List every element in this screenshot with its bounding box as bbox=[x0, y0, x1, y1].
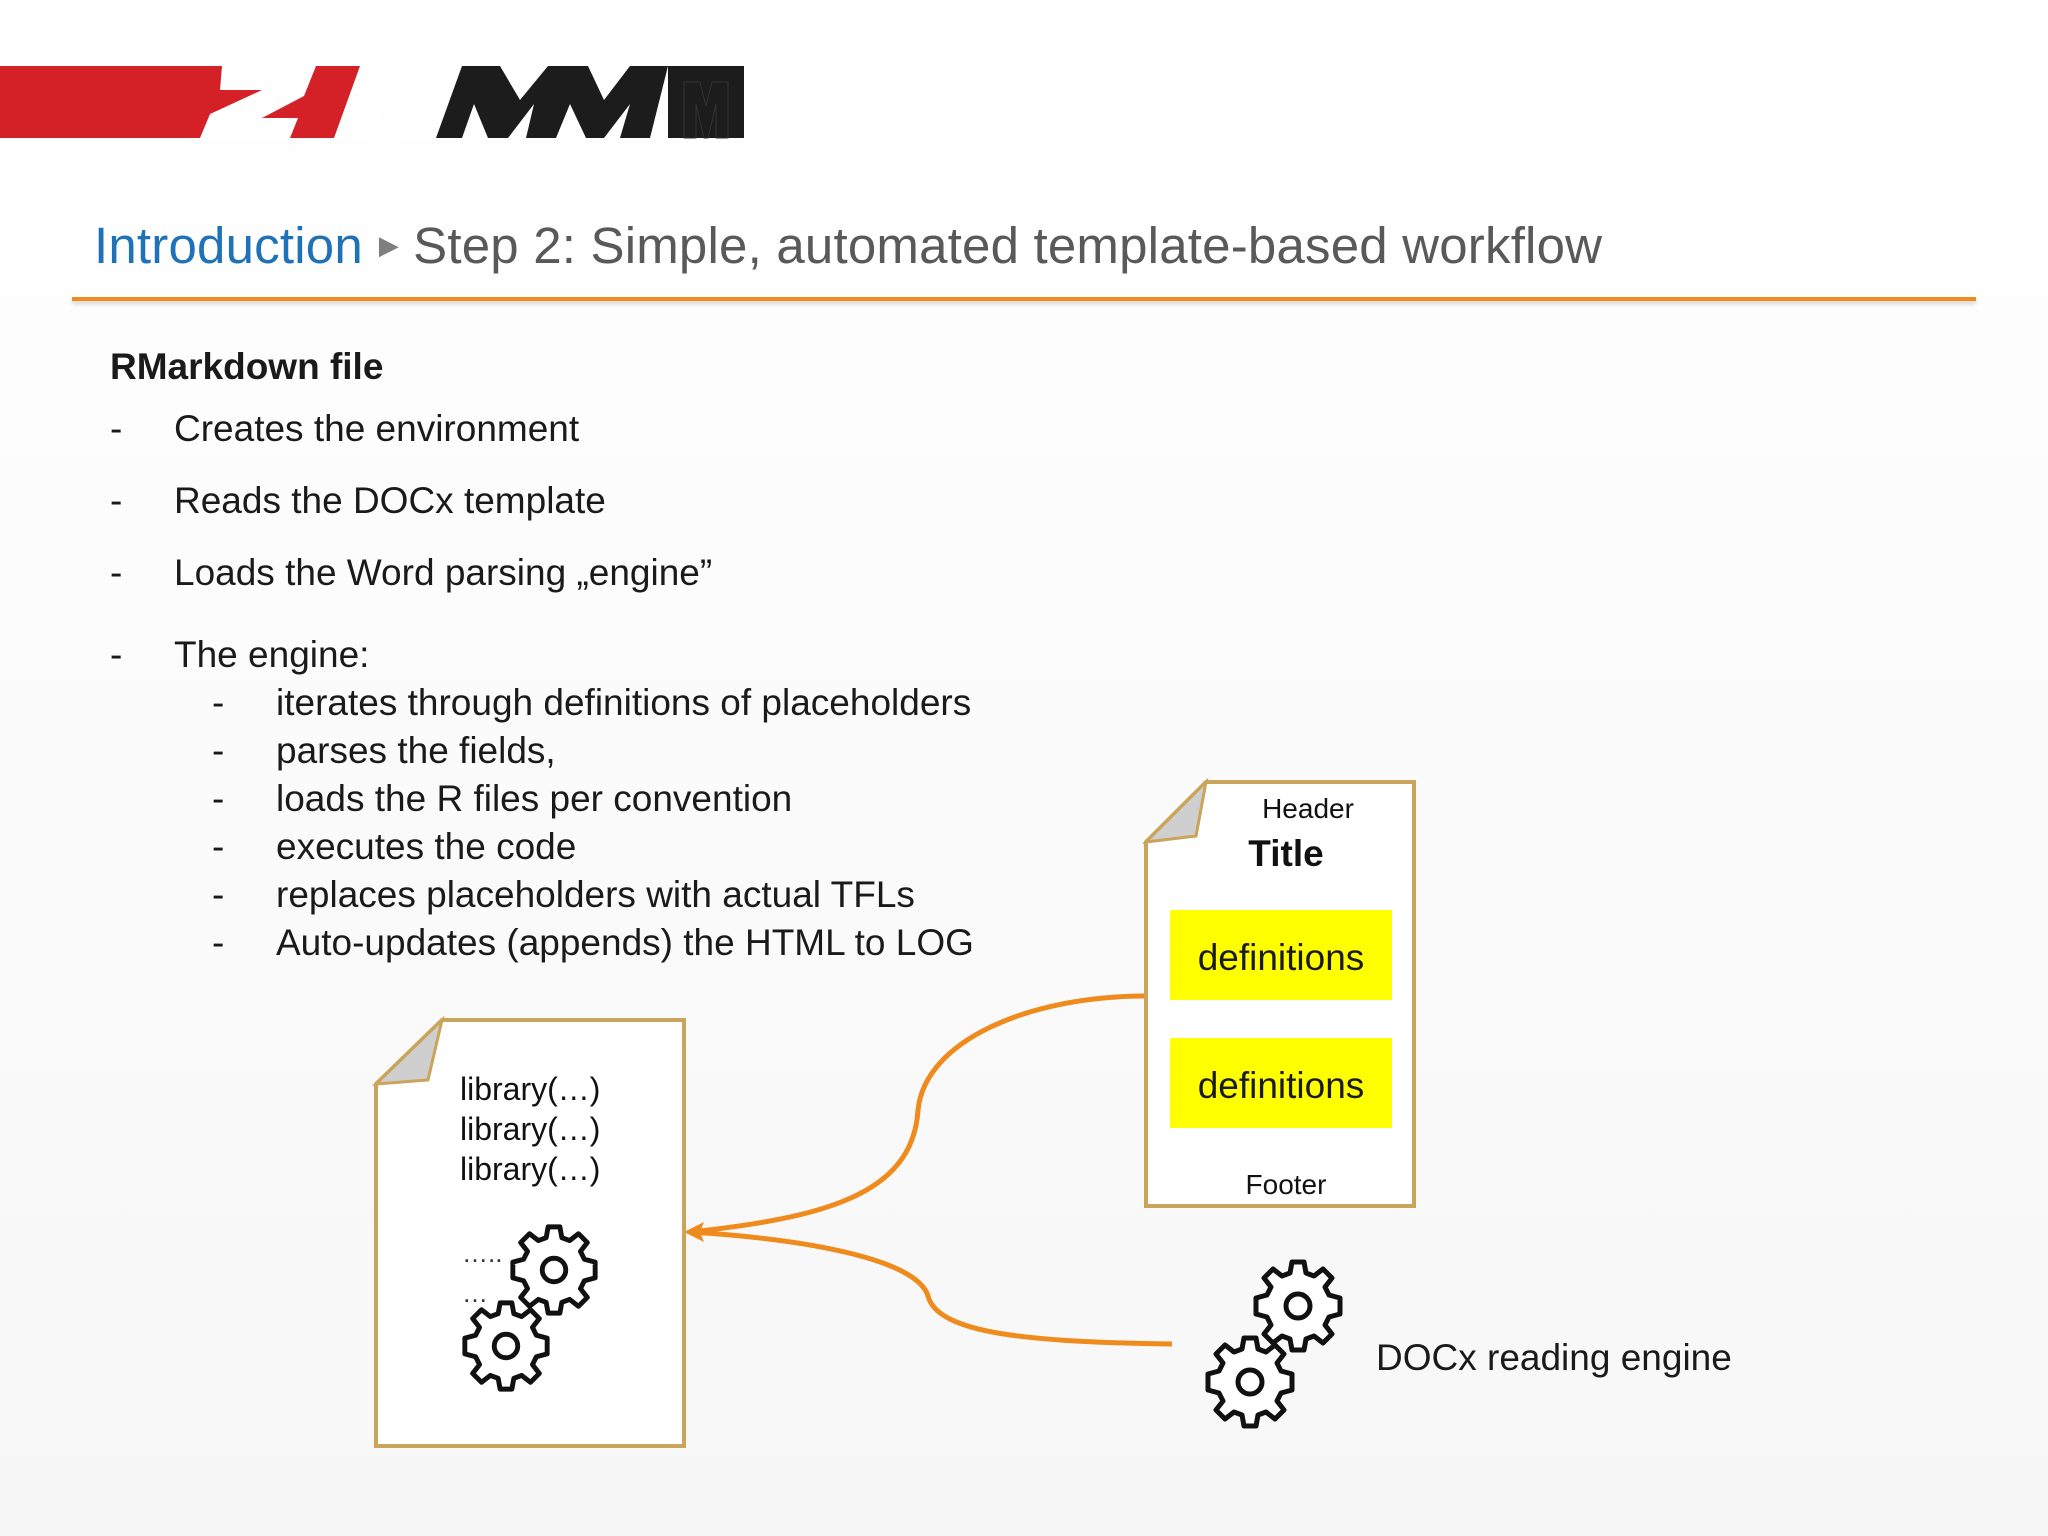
bullet-dash: - bbox=[212, 826, 225, 867]
sub-bullet-text: loads the R files per convention bbox=[276, 778, 793, 819]
bullet-dash: - bbox=[110, 480, 123, 521]
sub-bullet-text: iterates through definitions of placehol… bbox=[276, 682, 972, 723]
definitions-label: definitions bbox=[1198, 937, 1365, 978]
company-logo bbox=[0, 66, 744, 139]
bullet-dash: - bbox=[110, 408, 123, 449]
sub-bullet-text: Auto-updates (appends) the HTML to LOG bbox=[276, 922, 974, 963]
rmd-code-line: library(…) bbox=[460, 1111, 600, 1147]
bullet-dash: - bbox=[212, 874, 225, 915]
bullet-text: Loads the Word parsing „engine” bbox=[174, 552, 713, 593]
gear-icon bbox=[513, 1227, 595, 1313]
rmd-code-line: library(…) bbox=[460, 1071, 600, 1107]
breadcrumb: Introduction ▶ Step 2: Simple, automated t… bbox=[94, 216, 1602, 275]
template-title: Title bbox=[1248, 833, 1323, 874]
docx-reading-engine: DOCx reading engine bbox=[1208, 1262, 1732, 1426]
arrow-head-icon bbox=[684, 1222, 704, 1242]
bullet-dash: - bbox=[110, 552, 123, 593]
orange-connectors bbox=[684, 993, 1173, 1347]
bullet-dash: - bbox=[110, 634, 123, 675]
bullet-text: Reads the DOCx template bbox=[174, 480, 606, 521]
bullet-text: The engine: bbox=[174, 634, 370, 675]
triangle-right-icon: ▶ bbox=[378, 230, 400, 260]
bullet-dash: - bbox=[212, 922, 225, 963]
folded-corner-icon bbox=[1141, 777, 1209, 845]
section-heading: RMarkdown file bbox=[110, 346, 384, 387]
bullet-text: Creates the environment bbox=[174, 408, 580, 449]
definitions-block bbox=[1170, 1038, 1392, 1128]
sub-bullet-text: replaces placeholders with actual TFLs bbox=[276, 874, 915, 915]
docx-template-document: Header Title definitions definitions Foo… bbox=[1141, 777, 1416, 1208]
rmarkdown-document: library(…) library(…) library(…) ….. … … bbox=[371, 1015, 686, 1448]
folded-corner-icon bbox=[371, 1015, 445, 1086]
template-footer: Footer bbox=[1246, 1169, 1327, 1200]
rmd-ellipsis: ….. bbox=[462, 1238, 502, 1268]
bullet-dash: - bbox=[212, 730, 225, 771]
gear-icon bbox=[1256, 1262, 1340, 1350]
definitions-block bbox=[1170, 910, 1392, 1000]
rmd-ellipsis: … bbox=[462, 1278, 488, 1308]
gear-icon bbox=[465, 1303, 547, 1389]
bullet-dash: - bbox=[212, 682, 225, 723]
template-header: Header bbox=[1262, 793, 1354, 824]
gear-icon bbox=[1208, 1338, 1292, 1426]
sub-bullet-text: parses the fields, bbox=[276, 730, 556, 771]
breadcrumb-root[interactable]: Introduction bbox=[94, 217, 363, 274]
title-divider bbox=[72, 297, 1976, 301]
rmd-code-line: library(…) bbox=[460, 1151, 600, 1187]
bullet-dash: - bbox=[212, 778, 225, 819]
engine-label: DOCx reading engine bbox=[1376, 1337, 1732, 1378]
definitions-label: definitions bbox=[1198, 1065, 1365, 1106]
page-title: Step 2: Simple, automated template-based… bbox=[413, 217, 1603, 274]
sub-bullet-text: executes the code bbox=[276, 826, 577, 867]
